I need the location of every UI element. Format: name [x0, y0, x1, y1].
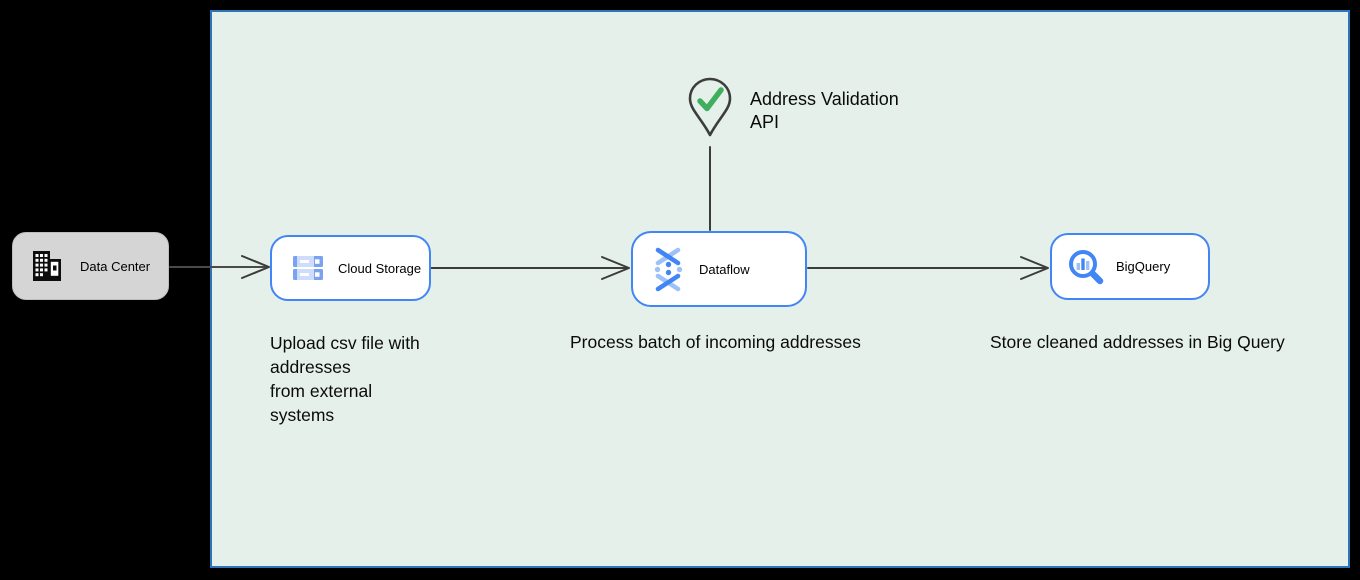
caption-cloud-storage: Upload csv file with addresses from exte…: [270, 333, 420, 425]
node-label-bigquery: BigQuery: [1116, 259, 1171, 274]
caption-dataflow: Process batch of incoming addresses: [570, 332, 861, 352]
map-pin-check-icon: [687, 77, 733, 139]
node-label-cloud-storage: Cloud Storage: [338, 260, 422, 276]
node-label-address-validation-api: Address Validation API: [750, 89, 899, 132]
node-data-center[interactable]: Data Center: [12, 232, 169, 300]
node-cloud-storage[interactable]: Cloud Storage: [270, 235, 431, 301]
building-icon: [29, 248, 65, 284]
node-label-data-center: Data Center: [80, 258, 151, 274]
node-dataflow[interactable]: Dataflow: [631, 231, 807, 307]
dataflow-icon: [650, 247, 687, 292]
cloud-storage-icon: [292, 253, 324, 283]
node-label-dataflow: Dataflow: [699, 261, 750, 277]
caption-bigquery: Store cleaned addresses in Big Query: [990, 332, 1285, 352]
node-bigquery[interactable]: BigQuery: [1050, 233, 1210, 300]
node-address-validation-api[interactable]: [687, 77, 733, 139]
bigquery-icon: [1066, 247, 1106, 287]
